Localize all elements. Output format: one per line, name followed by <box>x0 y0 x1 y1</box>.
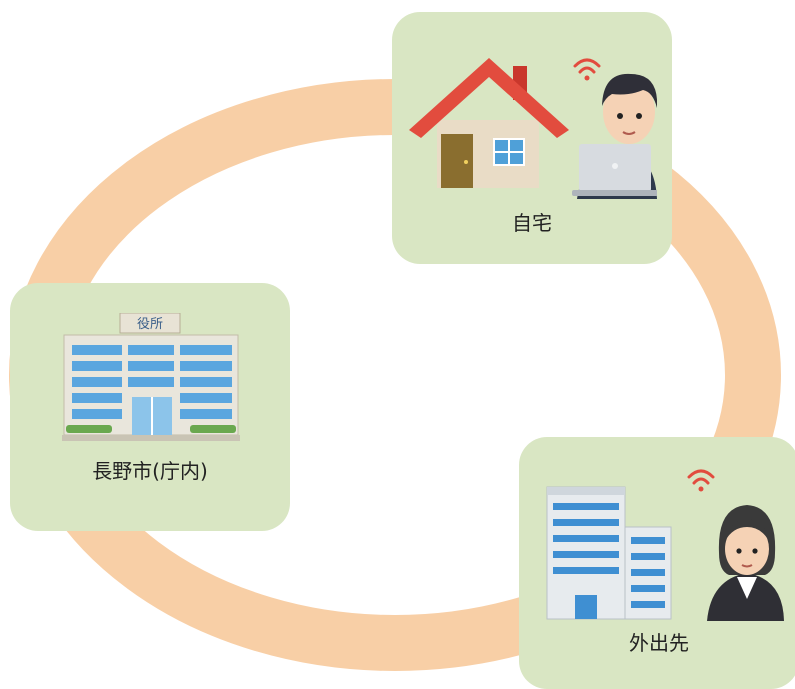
office-card: 役所 長野市(庁内) <box>10 283 290 531</box>
svg-text:役所: 役所 <box>137 317 163 332</box>
outside-illustration <box>546 469 784 621</box>
person-laptop-icon <box>572 73 657 199</box>
woman-icon <box>707 505 784 621</box>
home-illustration <box>409 58 657 199</box>
office-label: 長野市(庁内) <box>92 459 208 483</box>
wifi-icon <box>573 58 601 81</box>
office-building-icon <box>546 486 672 620</box>
wifi-icon <box>687 469 715 492</box>
outside-card: 外出先 <box>519 437 795 689</box>
home-label: 自宅 <box>512 211 552 235</box>
home-card: 自宅 <box>392 12 672 264</box>
house-icon <box>409 58 569 188</box>
city-hall-icon: 役所 <box>62 313 240 441</box>
outside-label: 外出先 <box>629 631 689 655</box>
